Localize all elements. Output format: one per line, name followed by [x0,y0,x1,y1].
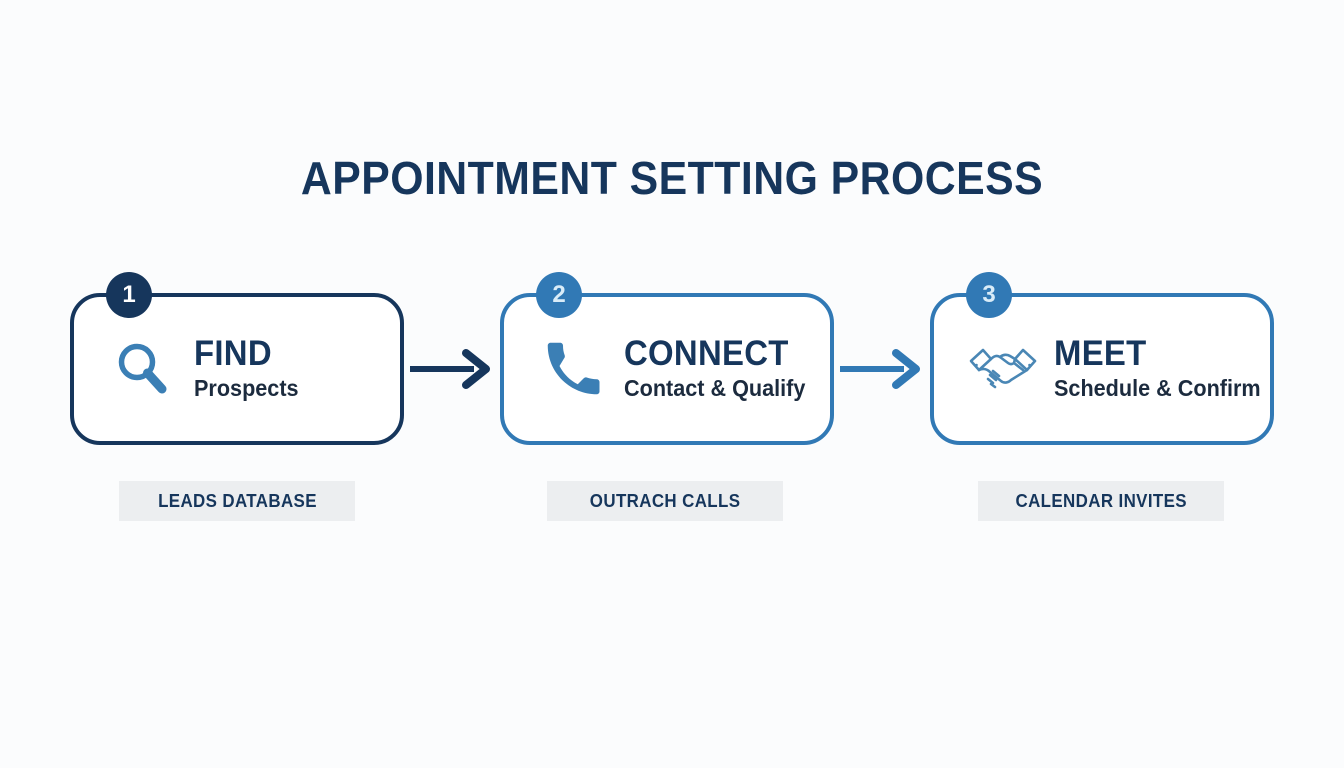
step-subtitle-meet: Schedule & Confirm [1054,375,1261,401]
process-flow: 1 FIND Prospects 2 CONNECT Contact [70,272,1274,445]
step-number-badge-2: 2 [536,272,582,318]
caption-chip-calendar-invites: CALENDAR INVITES [978,481,1224,521]
step-number-badge-3: 3 [966,272,1012,318]
arrow-step2-to-step3 [840,345,930,393]
step-number-badge-1: 1 [106,272,152,318]
caption-label-1: LEADS DATABASE [157,490,317,511]
caption-chip-outreach-calls: OUTRACH CALLS [547,481,783,521]
step-text-connect: CONNECT Contact & Qualify [624,335,817,403]
step-subtitle-connect: Contact & Qualify [624,375,806,401]
magnifier-icon [106,332,180,406]
step-title-connect: CONNECT [624,334,789,373]
step-text-find: FIND Prospects [194,335,305,403]
step-card-connect[interactable]: 2 CONNECT Contact & Qualify [500,272,834,445]
step-card-find[interactable]: 1 FIND Prospects [70,272,404,445]
caption-chip-leads-database: LEADS DATABASE [119,481,355,521]
handshake-icon [966,332,1040,406]
page-title: APPOINTMENT SETTING PROCESS [300,152,1044,204]
caption-row: LEADS DATABASE OUTRACH CALLS CALENDAR IN… [70,481,1274,521]
arrow-step1-to-step2 [410,345,500,393]
phone-icon [536,332,610,406]
step-title-find: FIND [194,334,272,373]
caption-label-3: CALENDAR INVITES [1015,490,1187,511]
step-title-meet: MEET [1054,334,1147,373]
step-card-meet[interactable]: 3 MEET [930,272,1274,445]
step-text-meet: MEET Schedule & Confirm [1054,335,1274,403]
caption-label-2: OUTRACH CALLS [589,490,741,511]
step-subtitle-find: Prospects [194,375,299,401]
